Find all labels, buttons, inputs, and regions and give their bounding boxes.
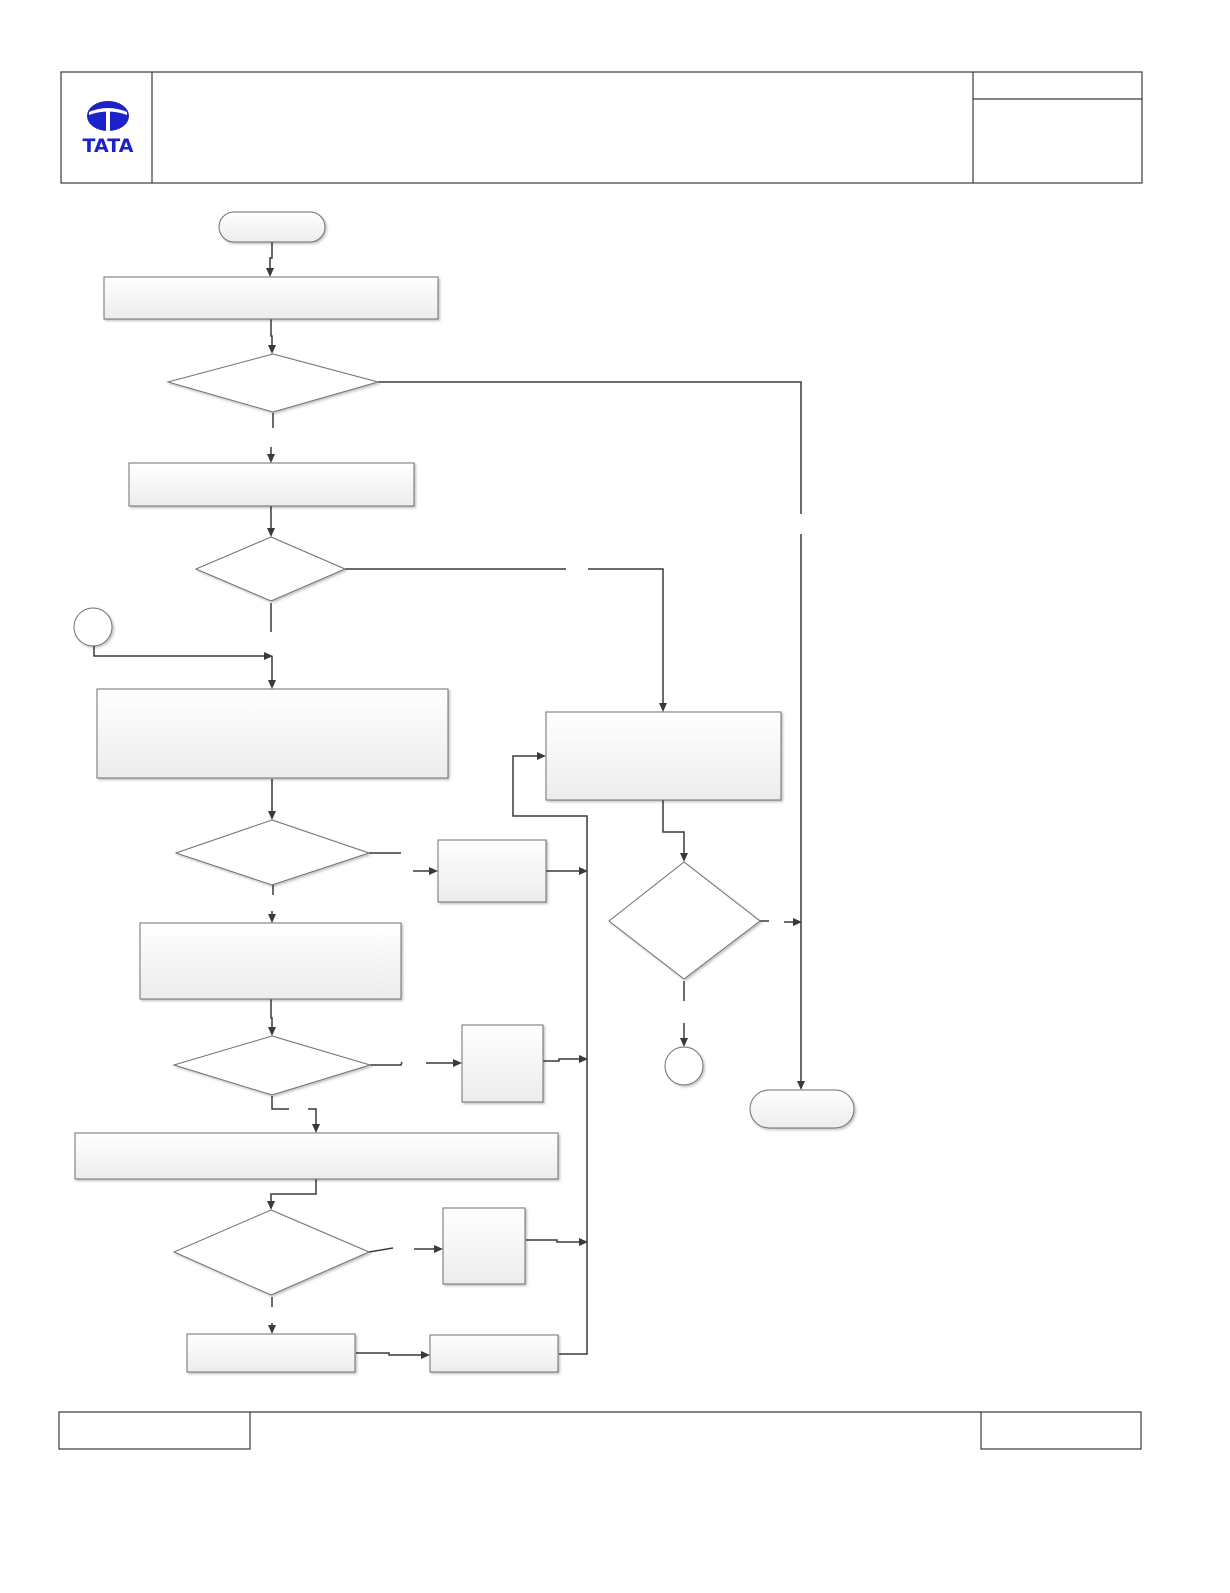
decision-6 [608,861,761,980]
decision-5 [172,1209,371,1296]
flow-feedback-bus [512,755,588,1355]
decision-1 [166,353,380,413]
footer-cell-left [58,1411,251,1450]
header-frame [60,71,1143,184]
process-box-2 [128,462,415,507]
process-box-5 [74,1132,559,1180]
flow-box-r-to-decision6 [662,800,685,857]
flow-box5-to-decision5 [270,1179,317,1205]
flow-decision2-right-b [588,568,664,707]
flow-box1-to-decision1 [270,319,273,349]
flow-decision1-right-a [378,381,802,514]
tata-logo-icon: TATA [83,101,134,157]
terminator-start [218,211,326,243]
flow-decision4-down-a [271,1096,289,1110]
side-box-1 [437,839,547,903]
logo-wordmark: TATA [83,135,134,157]
flow-connector-in [93,644,268,657]
process-box-1 [103,276,439,320]
flow-box-s3-to-bus [526,1239,583,1243]
footer-block [58,1411,1142,1450]
side-box-3 [442,1207,526,1285]
terminator-end [749,1089,855,1129]
flow-box-s2-to-bus [543,1058,583,1062]
flow-decision4-right-a [370,1061,403,1066]
process-box-6 [186,1333,356,1373]
flow-shapes [73,211,855,1373]
process-box-right [545,711,782,801]
header-block: TATA [60,71,1143,184]
flow-start-to-box1 [269,242,273,272]
connector-bottom [664,1046,704,1086]
connector-left [73,607,113,647]
process-box-4 [139,922,402,1000]
flow-lines [93,242,802,1356]
flow-box6-to-box7 [356,1352,425,1356]
footer-cell-right [980,1411,1142,1450]
flow-box4-to-decision4 [270,999,273,1031]
decision-4 [172,1035,372,1096]
process-box-7 [429,1334,559,1373]
decision-2 [194,536,347,602]
process-box-3 [96,688,449,779]
flow-decision4-down-b [308,1108,317,1128]
flow-decision5-right-a [368,1247,394,1253]
side-box-2 [461,1024,544,1103]
decision-3 [174,819,371,886]
arrowheads [264,268,805,1359]
